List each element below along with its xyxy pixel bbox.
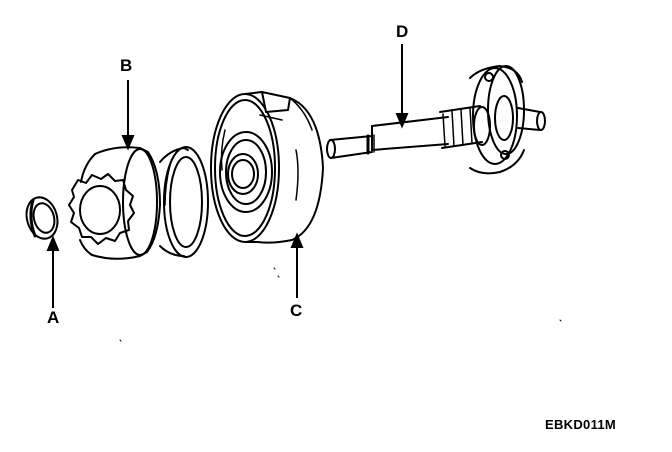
leader-line-a	[46, 235, 60, 308]
armature-shaft	[326, 65, 546, 175]
callout-b: B	[120, 56, 133, 75]
leader-line-d	[395, 44, 409, 129]
figure-code: EBKD011M	[545, 417, 617, 432]
callout-d: D	[396, 22, 409, 41]
callout-c: C	[290, 301, 303, 320]
callout-a: A	[47, 308, 60, 327]
pinion-gear	[68, 146, 209, 260]
leader-line-b	[121, 80, 135, 151]
print-speckles	[119, 267, 562, 342]
leader-line-c	[290, 232, 304, 298]
snap-ring	[25, 196, 59, 240]
clutch-housing	[210, 91, 324, 244]
